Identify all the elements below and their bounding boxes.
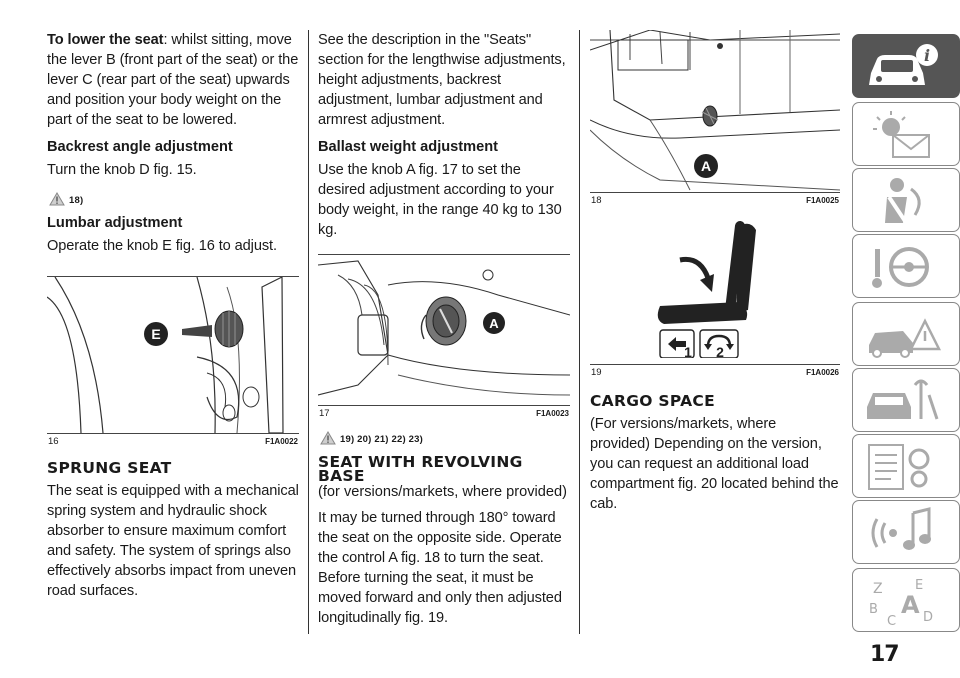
sprung-seat-heading: SPRUNG SEAT — [47, 459, 172, 477]
steering-key-icon — [872, 247, 929, 288]
column-2: See the description in the "Seats" secti… — [318, 30, 570, 628]
column-divider-2 — [579, 30, 580, 634]
index-letter-c: C — [887, 614, 896, 627]
figure-16-label: E — [151, 326, 160, 342]
revolving-note: (for versions/markets, where provided) — [318, 484, 567, 500]
figure-19-label-1: 1 — [684, 344, 692, 358]
warning-ref-ballast: 19) 20) 21) 22) 23) — [320, 423, 570, 445]
index-letter-b: B — [869, 602, 878, 617]
airbag-person-icon — [885, 178, 921, 223]
figure-17-number: 17 — [319, 408, 330, 419]
tab-car-info[interactable]: i — [852, 34, 960, 98]
figure-16: E 16 F1A0022 — [47, 276, 299, 449]
page-number: 17 — [870, 642, 900, 667]
info-glyph: i — [924, 46, 930, 65]
warning-triangle-icon — [49, 192, 65, 206]
cargo-space-text: (For versions/markets, where provided) D… — [590, 416, 839, 512]
figure-17-label: A — [489, 316, 499, 331]
warning-triangle-icon — [320, 431, 336, 445]
figure-17-code: F1A0023 — [536, 409, 569, 418]
figure-19-code: F1A0026 — [806, 368, 839, 377]
seat-turn-diagram: 1 2 — [657, 221, 756, 358]
figure-16-caption: 16 F1A0022 — [47, 433, 299, 449]
car-accident-icon — [869, 318, 942, 358]
figure-18-caption: 18 F1A0025 — [590, 192, 840, 208]
tab-multimedia[interactable] — [852, 500, 960, 564]
tab-emergency[interactable] — [852, 302, 960, 366]
warning-lights-icon — [873, 111, 930, 158]
lower-seat-paragraph: To lower the seat: whilst sitting, move … — [47, 30, 299, 130]
warning-ref-backrest: 18) — [49, 184, 299, 206]
column-3: A 18 F1A0025 1 2 19 F1A0026 — [590, 30, 840, 514]
figure-16-number: 16 — [48, 436, 59, 447]
figure-19: 1 2 19 F1A0026 — [590, 220, 840, 380]
car-service-icon — [867, 379, 939, 420]
figure-18: A 18 F1A0025 — [590, 30, 840, 208]
lumbar-text: Operate the knob E fig. 16 to adjust. — [47, 238, 277, 254]
sprung-seat-text: The seat is equipped with a mechanical s… — [47, 483, 299, 599]
revolving-base-heading: SEAT WITH REVOLVING BASE — [318, 453, 523, 485]
multimedia-icon — [871, 507, 931, 550]
ballast-text: Use the knob A fig. 17 to set the desire… — [318, 162, 562, 238]
revolving-base-illustration: A — [590, 30, 840, 191]
figure-16-code: F1A0022 — [265, 437, 298, 446]
figure-19-label-2: 2 — [716, 344, 724, 358]
column-1: To lower the seat: whilst sitting, move … — [47, 30, 299, 601]
specs-gears-icon — [868, 444, 930, 490]
alphabet-index-icon: Z E B A C D — [869, 578, 933, 627]
car-info-icon: i — [869, 44, 938, 85]
tab-starting-driving[interactable] — [852, 234, 960, 298]
figure-18-label: A — [701, 158, 711, 174]
column-divider-1 — [308, 30, 309, 634]
ballast-heading: Ballast weight adjustment — [318, 139, 499, 155]
index-letter-a: A — [901, 591, 920, 619]
chapter-sidebar: i — [852, 0, 960, 678]
figure-17: A 17 F1A0023 — [318, 254, 570, 421]
figure-19-number: 19 — [591, 367, 602, 378]
lumbar-knob-illustration: E — [47, 277, 284, 433]
figure-18-number: 18 — [591, 195, 602, 206]
tab-technical-data[interactable] — [852, 434, 960, 498]
warning-ref-number: 18) — [69, 195, 84, 206]
lower-seat-text: : whilst sitting, move the lever B (fron… — [47, 32, 299, 128]
tab-index[interactable]: Z E B A C D — [852, 568, 960, 632]
seats-intro-text: See the description in the "Seats" secti… — [318, 32, 566, 128]
backrest-text: Turn the knob D fig. 15. — [47, 162, 197, 178]
index-letter-d: D — [923, 610, 933, 625]
tab-safety[interactable] — [852, 168, 960, 232]
tab-maintenance[interactable] — [852, 368, 960, 432]
index-letter-e: E — [915, 578, 923, 593]
revolving-base-text: It may be turned through 180° toward the… — [318, 510, 562, 626]
warning-ref-numbers: 19) 20) 21) 22) 23) — [340, 434, 424, 445]
tab-warning-lights[interactable] — [852, 102, 960, 166]
index-letter-z: Z — [873, 581, 883, 597]
backrest-heading: Backrest angle adjustment — [47, 139, 233, 155]
ballast-knob-illustration: A — [318, 260, 570, 396]
lower-seat-lead: To lower the seat — [47, 32, 164, 48]
figure-17-caption: 17 F1A0023 — [318, 405, 570, 421]
cargo-space-heading: CARGO SPACE — [590, 392, 715, 410]
figure-19-caption: 19 F1A0026 — [590, 364, 840, 380]
figure-18-code: F1A0025 — [806, 196, 839, 205]
lumbar-heading: Lumbar adjustment — [47, 215, 183, 231]
